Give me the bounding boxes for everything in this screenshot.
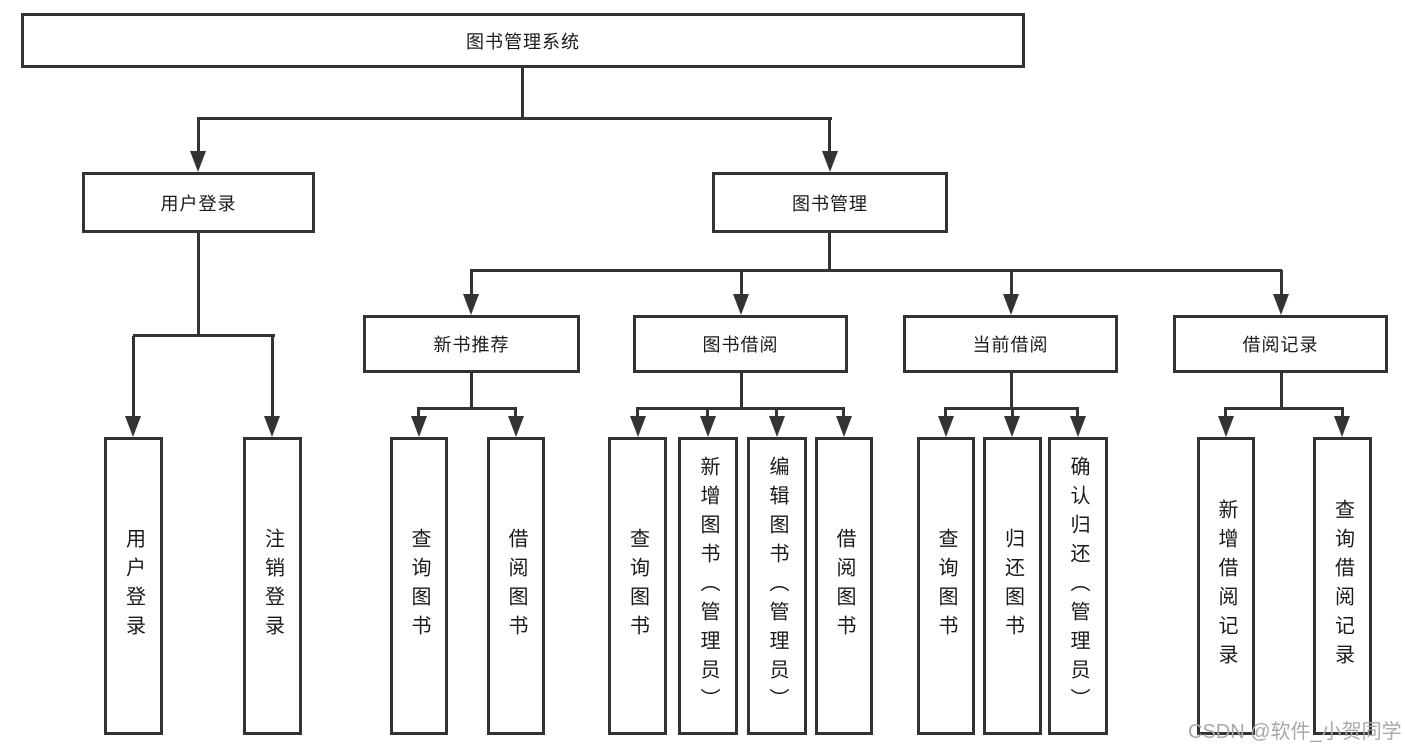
connector-line: [636, 407, 845, 410]
arrow-down-icon: [508, 416, 524, 437]
leaf-add-book-admin: 新增图书（管理员）: [678, 437, 738, 735]
connector-line: [521, 66, 524, 120]
arrow-down-icon: [836, 416, 852, 437]
connector-line: [271, 336, 274, 418]
arrow-down-icon: [1273, 294, 1289, 315]
node-new-book-recommend: 新书推荐: [363, 315, 580, 373]
arrow-down-icon: [1004, 416, 1020, 437]
leaf-query-books: 查询图书: [917, 437, 975, 735]
arrow-down-icon: [190, 151, 206, 172]
leaf-edit-book-admin: 编辑图书（管理员）: [747, 437, 807, 735]
connector-line: [1224, 407, 1344, 410]
connector-line: [133, 334, 275, 337]
connector-line: [828, 233, 831, 272]
node-book-management: 图书管理: [712, 172, 948, 233]
leaf-return-books: 归还图书: [983, 437, 1042, 735]
connector-line: [470, 373, 473, 410]
arrow-down-icon: [411, 416, 427, 437]
arrow-down-icon: [700, 416, 716, 437]
connector-line: [1011, 408, 1014, 420]
node-user-login: 用户登录: [82, 172, 315, 233]
leaf-query-books: 查询图书: [390, 437, 448, 735]
connector-line: [1010, 373, 1013, 410]
leaf-query-borrow-record: 查询借阅记录: [1313, 437, 1372, 735]
connector-line: [514, 408, 517, 420]
leaf-logout: 注销登录: [243, 437, 302, 735]
connector-line: [1341, 408, 1344, 420]
leaf-query-books: 查询图书: [608, 437, 667, 735]
leaf-confirm-return-admin: 确认归还（管理员）: [1048, 437, 1108, 735]
connector-line: [842, 408, 845, 420]
arrow-down-icon: [463, 294, 479, 315]
connector-line: [197, 233, 200, 337]
connector-line: [197, 118, 200, 156]
arrow-down-icon: [733, 294, 749, 315]
connector-line: [417, 407, 517, 410]
connector-line: [197, 117, 832, 120]
connector-line: [132, 336, 135, 418]
connector-line: [775, 408, 778, 420]
connector-line: [1224, 408, 1227, 420]
arrow-down-icon: [125, 416, 141, 437]
connector-line: [470, 269, 1282, 272]
arrow-down-icon: [1003, 294, 1019, 315]
connector-line: [828, 118, 831, 156]
arrow-down-icon: [769, 416, 785, 437]
connector-line: [1010, 270, 1013, 298]
arrow-down-icon: [938, 416, 954, 437]
node-borrow-records: 借阅记录: [1173, 315, 1388, 373]
node-book-borrow: 图书借阅: [633, 315, 848, 373]
connector-line: [1280, 373, 1283, 410]
arrow-down-icon: [1070, 416, 1086, 437]
connector-line: [470, 270, 473, 298]
leaf-add-borrow-record: 新增借阅记录: [1197, 437, 1255, 735]
connector-line: [636, 408, 639, 420]
arrow-down-icon: [630, 416, 646, 437]
arrow-down-icon: [1218, 416, 1234, 437]
leaf-user-login: 用户登录: [104, 437, 163, 735]
connector-line: [944, 408, 947, 420]
connector-line: [1280, 270, 1283, 298]
leaf-borrow-books: 借阅图书: [815, 437, 873, 735]
leaf-borrow-books: 借阅图书: [487, 437, 545, 735]
node-current-borrow: 当前借阅: [903, 315, 1118, 373]
arrow-down-icon: [1334, 416, 1350, 437]
watermark: CSDN @软件_小贺同学: [1188, 721, 1402, 743]
connector-line: [1076, 408, 1079, 420]
connector-line: [740, 270, 743, 298]
arrow-down-icon: [264, 416, 280, 437]
connector-line: [706, 408, 709, 420]
arrow-down-icon: [822, 151, 838, 172]
connector-line: [740, 373, 743, 410]
connector-line: [417, 408, 420, 420]
node-root: 图书管理系统: [21, 13, 1025, 68]
